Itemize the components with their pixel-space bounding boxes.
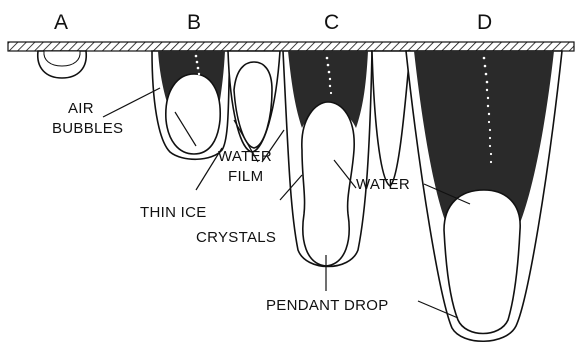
label-air: AIR — [68, 100, 94, 117]
label-pendant-drop: PENDANT DROP — [266, 297, 389, 314]
stage-label-b: B — [187, 11, 201, 34]
label-water-film-1: WATER — [218, 148, 272, 165]
stage-b-icicle — [152, 51, 230, 159]
stage-label-d: D — [477, 11, 492, 34]
stage-c-icicle — [283, 51, 372, 267]
label-water: WATER — [356, 176, 410, 193]
label-bubbles: BUBBLES — [52, 120, 123, 137]
stage-b-second-icicle — [228, 51, 280, 152]
stage-a-drop — [38, 51, 87, 78]
stage-label-a: A — [54, 11, 68, 34]
stage-c-second-icicle — [372, 51, 410, 186]
label-thin-ice-1: THIN ICE — [140, 204, 207, 221]
ceiling-surface — [8, 42, 574, 51]
label-thin-ice-2: CRYSTALS — [196, 229, 276, 246]
label-water-film-2: FILM — [228, 168, 263, 185]
stage-d-icicle — [406, 51, 562, 341]
stage-label-c: C — [324, 11, 339, 34]
